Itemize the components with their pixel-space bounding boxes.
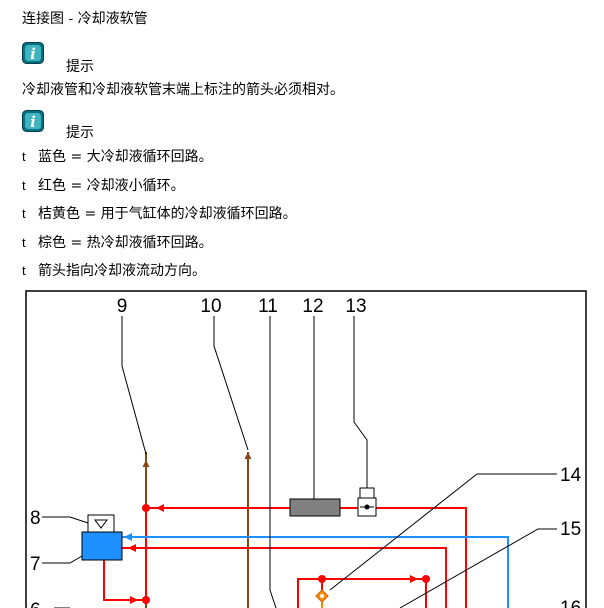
red-hose <box>122 547 447 608</box>
list-item: t 红色 = 冷却液小循环。 <box>22 177 185 195</box>
callout-11: 11 <box>258 296 278 317</box>
expansion-tank <box>81 514 123 561</box>
callout-7: 7 <box>30 554 41 575</box>
red-junction <box>318 575 326 583</box>
callout-12: 12 <box>302 296 323 317</box>
info-icon: i <box>22 110 44 132</box>
bullet: t <box>22 235 26 250</box>
callout-15: 15 <box>560 519 581 540</box>
bullet: t <box>22 263 26 278</box>
blue-hose <box>122 536 509 608</box>
callout-14: 14 <box>560 465 582 486</box>
bullet: t <box>22 206 26 221</box>
list-item-text: 棕色 = 热冷却液循环回路。 <box>38 235 213 251</box>
callout-6: 6 <box>30 600 41 608</box>
diagram-frame <box>25 290 587 608</box>
callout-13: 13 <box>345 296 366 317</box>
note2-heading: 提示 <box>66 125 94 141</box>
red-hose <box>103 560 146 601</box>
callout-9: 9 <box>117 296 128 317</box>
red-junction <box>422 575 430 583</box>
svg-text:i: i <box>30 113 36 131</box>
callout-10: 10 <box>200 296 221 317</box>
list-item-text: 桔黄色 = 用于气缸体的冷却液循环回路。 <box>38 206 297 222</box>
red-junction <box>142 596 150 604</box>
list-item-text: 红色 = 冷却液小循环。 <box>38 178 185 194</box>
note1-heading: 提示 <box>66 59 94 75</box>
callout-8: 8 <box>30 508 41 529</box>
list-item: t 箭头指向冷却液流动方向。 <box>22 262 206 280</box>
component-13-valve <box>357 487 377 517</box>
bullet: t <box>22 178 26 193</box>
callout-16: 16 <box>560 598 581 608</box>
list-item-text: 箭头指向冷却液流动方向。 <box>38 263 206 279</box>
page-title: 连接图 - 冷却液软管 <box>22 11 148 27</box>
svg-text:i: i <box>30 45 36 63</box>
list-item: t 蓝色 = 大冷却液循环回路。 <box>22 148 213 166</box>
leader-lines <box>42 316 557 608</box>
list-item: t 桔黄色 = 用于气缸体的冷却液循环回路。 <box>22 205 297 223</box>
component-12 <box>289 498 341 517</box>
bullet: t <box>22 149 26 164</box>
list-item-text: 蓝色 = 大冷却液循环回路。 <box>38 149 213 165</box>
note1-text: 冷却液管和冷却液软管末端上标注的箭头必须相对。 <box>22 82 344 98</box>
info-icon: i <box>22 42 44 64</box>
red-hose <box>372 507 467 608</box>
orange-valve <box>315 589 329 608</box>
list-item: t 棕色 = 热冷却液循环回路。 <box>22 234 213 252</box>
red-junction <box>142 504 150 512</box>
